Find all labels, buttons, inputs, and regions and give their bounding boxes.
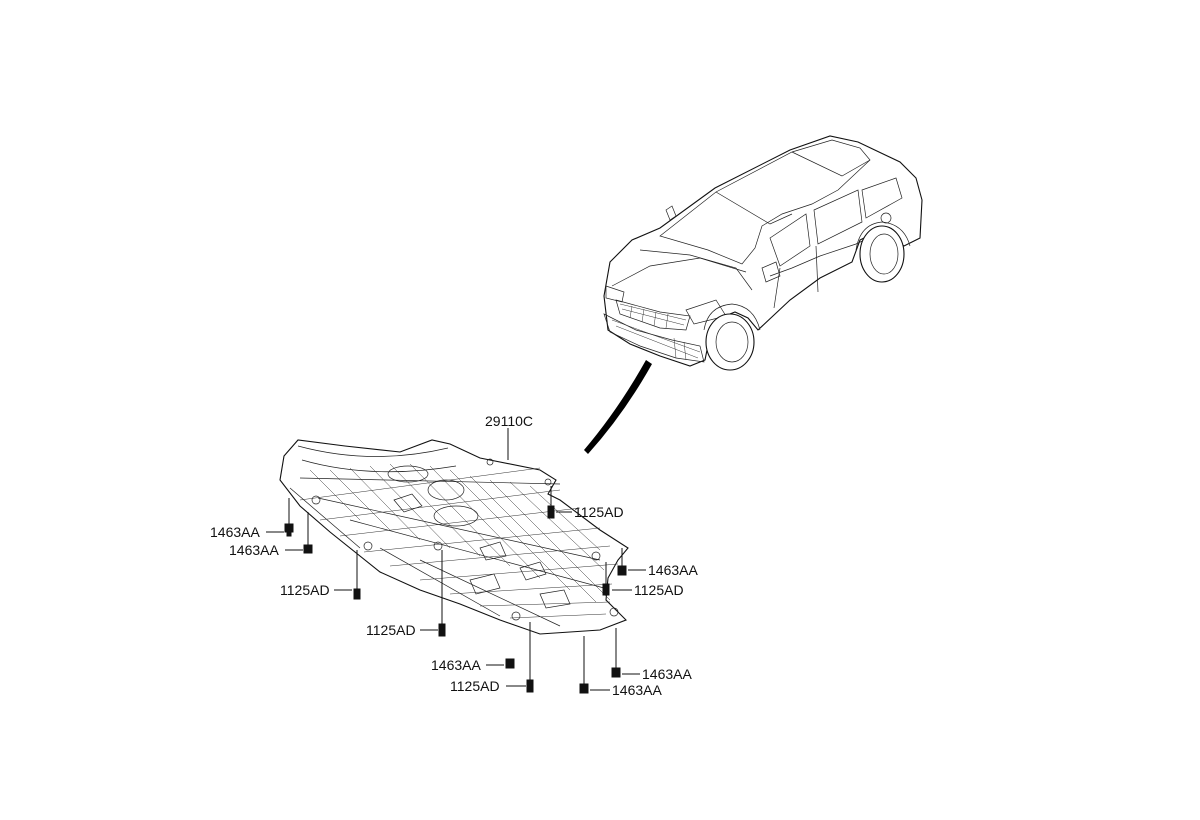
label-1463aa: 1463AA (642, 666, 692, 682)
clip-1463aa (617, 565, 627, 576)
leader-lines (266, 428, 646, 691)
bolt-1125ad (438, 623, 446, 637)
clip-1463aa (505, 658, 515, 669)
clip-1463aa (303, 544, 313, 554)
label-29110c: 29110C (485, 413, 533, 429)
label-1125ad: 1125AD (574, 504, 624, 520)
fasteners (284, 505, 627, 694)
label-1125ad: 1125AD (280, 582, 330, 598)
clip-1463aa (284, 523, 294, 533)
part-labels: 29110C 1463AA 1463AA 1125AD 1125AD 1463A… (210, 413, 698, 698)
clip-1463aa (286, 531, 292, 537)
label-1463aa: 1463AA (612, 682, 662, 698)
label-1125ad: 1125AD (366, 622, 416, 638)
bolt-1125ad (526, 679, 534, 693)
under-cover-panel (279, 439, 629, 635)
bolt-1125ad (602, 583, 610, 596)
label-1463aa: 1463AA (648, 562, 698, 578)
label-1463aa: 1463AA (210, 524, 260, 540)
label-1125ad: 1125AD (450, 678, 500, 694)
location-arrow (584, 360, 652, 454)
label-1463aa: 1463AA (431, 657, 481, 673)
bolt-1125ad (547, 505, 555, 519)
bolt-1125ad (353, 588, 361, 600)
clip-1463aa (611, 667, 621, 678)
clip-1463aa (579, 683, 589, 694)
label-1125ad: 1125AD (634, 582, 684, 598)
car-illustration (603, 135, 923, 371)
label-1463aa: 1463AA (229, 542, 279, 558)
